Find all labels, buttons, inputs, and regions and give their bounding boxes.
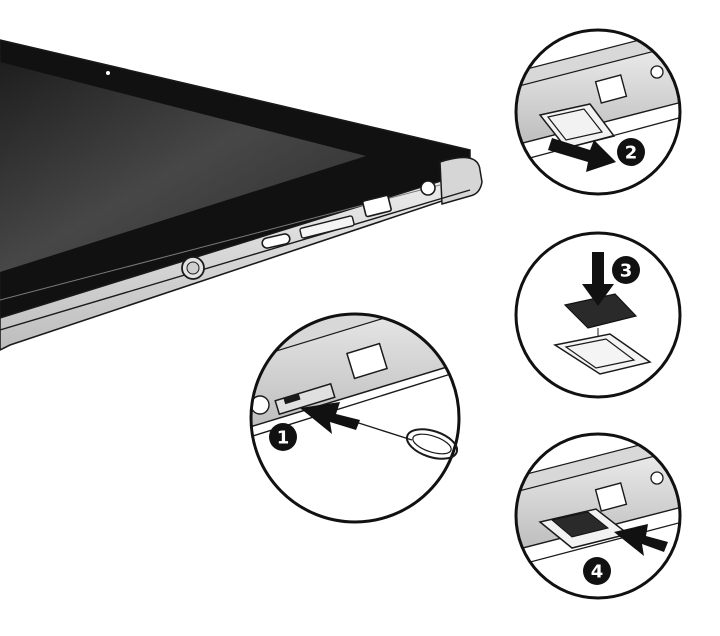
pull-arrow-icon — [548, 138, 616, 172]
step-1-badge: 1 — [269, 423, 297, 451]
step-1-number: 1 — [277, 428, 290, 449]
audio-jack — [420, 180, 436, 196]
push-arrow-icon — [614, 524, 668, 556]
usb-a-port — [362, 194, 392, 218]
push-arrow-icon — [300, 402, 360, 434]
step-3-badge: 3 — [612, 256, 640, 284]
step-3-inset: 3 — [514, 231, 682, 399]
camera-dot — [106, 71, 110, 75]
step-2-number: 2 — [625, 143, 638, 164]
sim-tray-slot — [299, 215, 355, 239]
step-2-badge: 2 — [617, 138, 645, 166]
step-3-number: 3 — [620, 261, 633, 282]
tablet — [0, 39, 483, 351]
step-4-inset: 4 — [514, 432, 682, 600]
tablet-corner — [439, 156, 483, 205]
step-4-number: 4 — [591, 562, 604, 583]
tablet-screen — [0, 62, 366, 272]
step-1-inset: 1 — [249, 312, 461, 524]
usb-c-port — [261, 233, 291, 249]
down-arrow-icon — [582, 252, 614, 306]
step-2-inset: 2 — [514, 28, 682, 196]
step-4-badge: 4 — [583, 557, 611, 585]
